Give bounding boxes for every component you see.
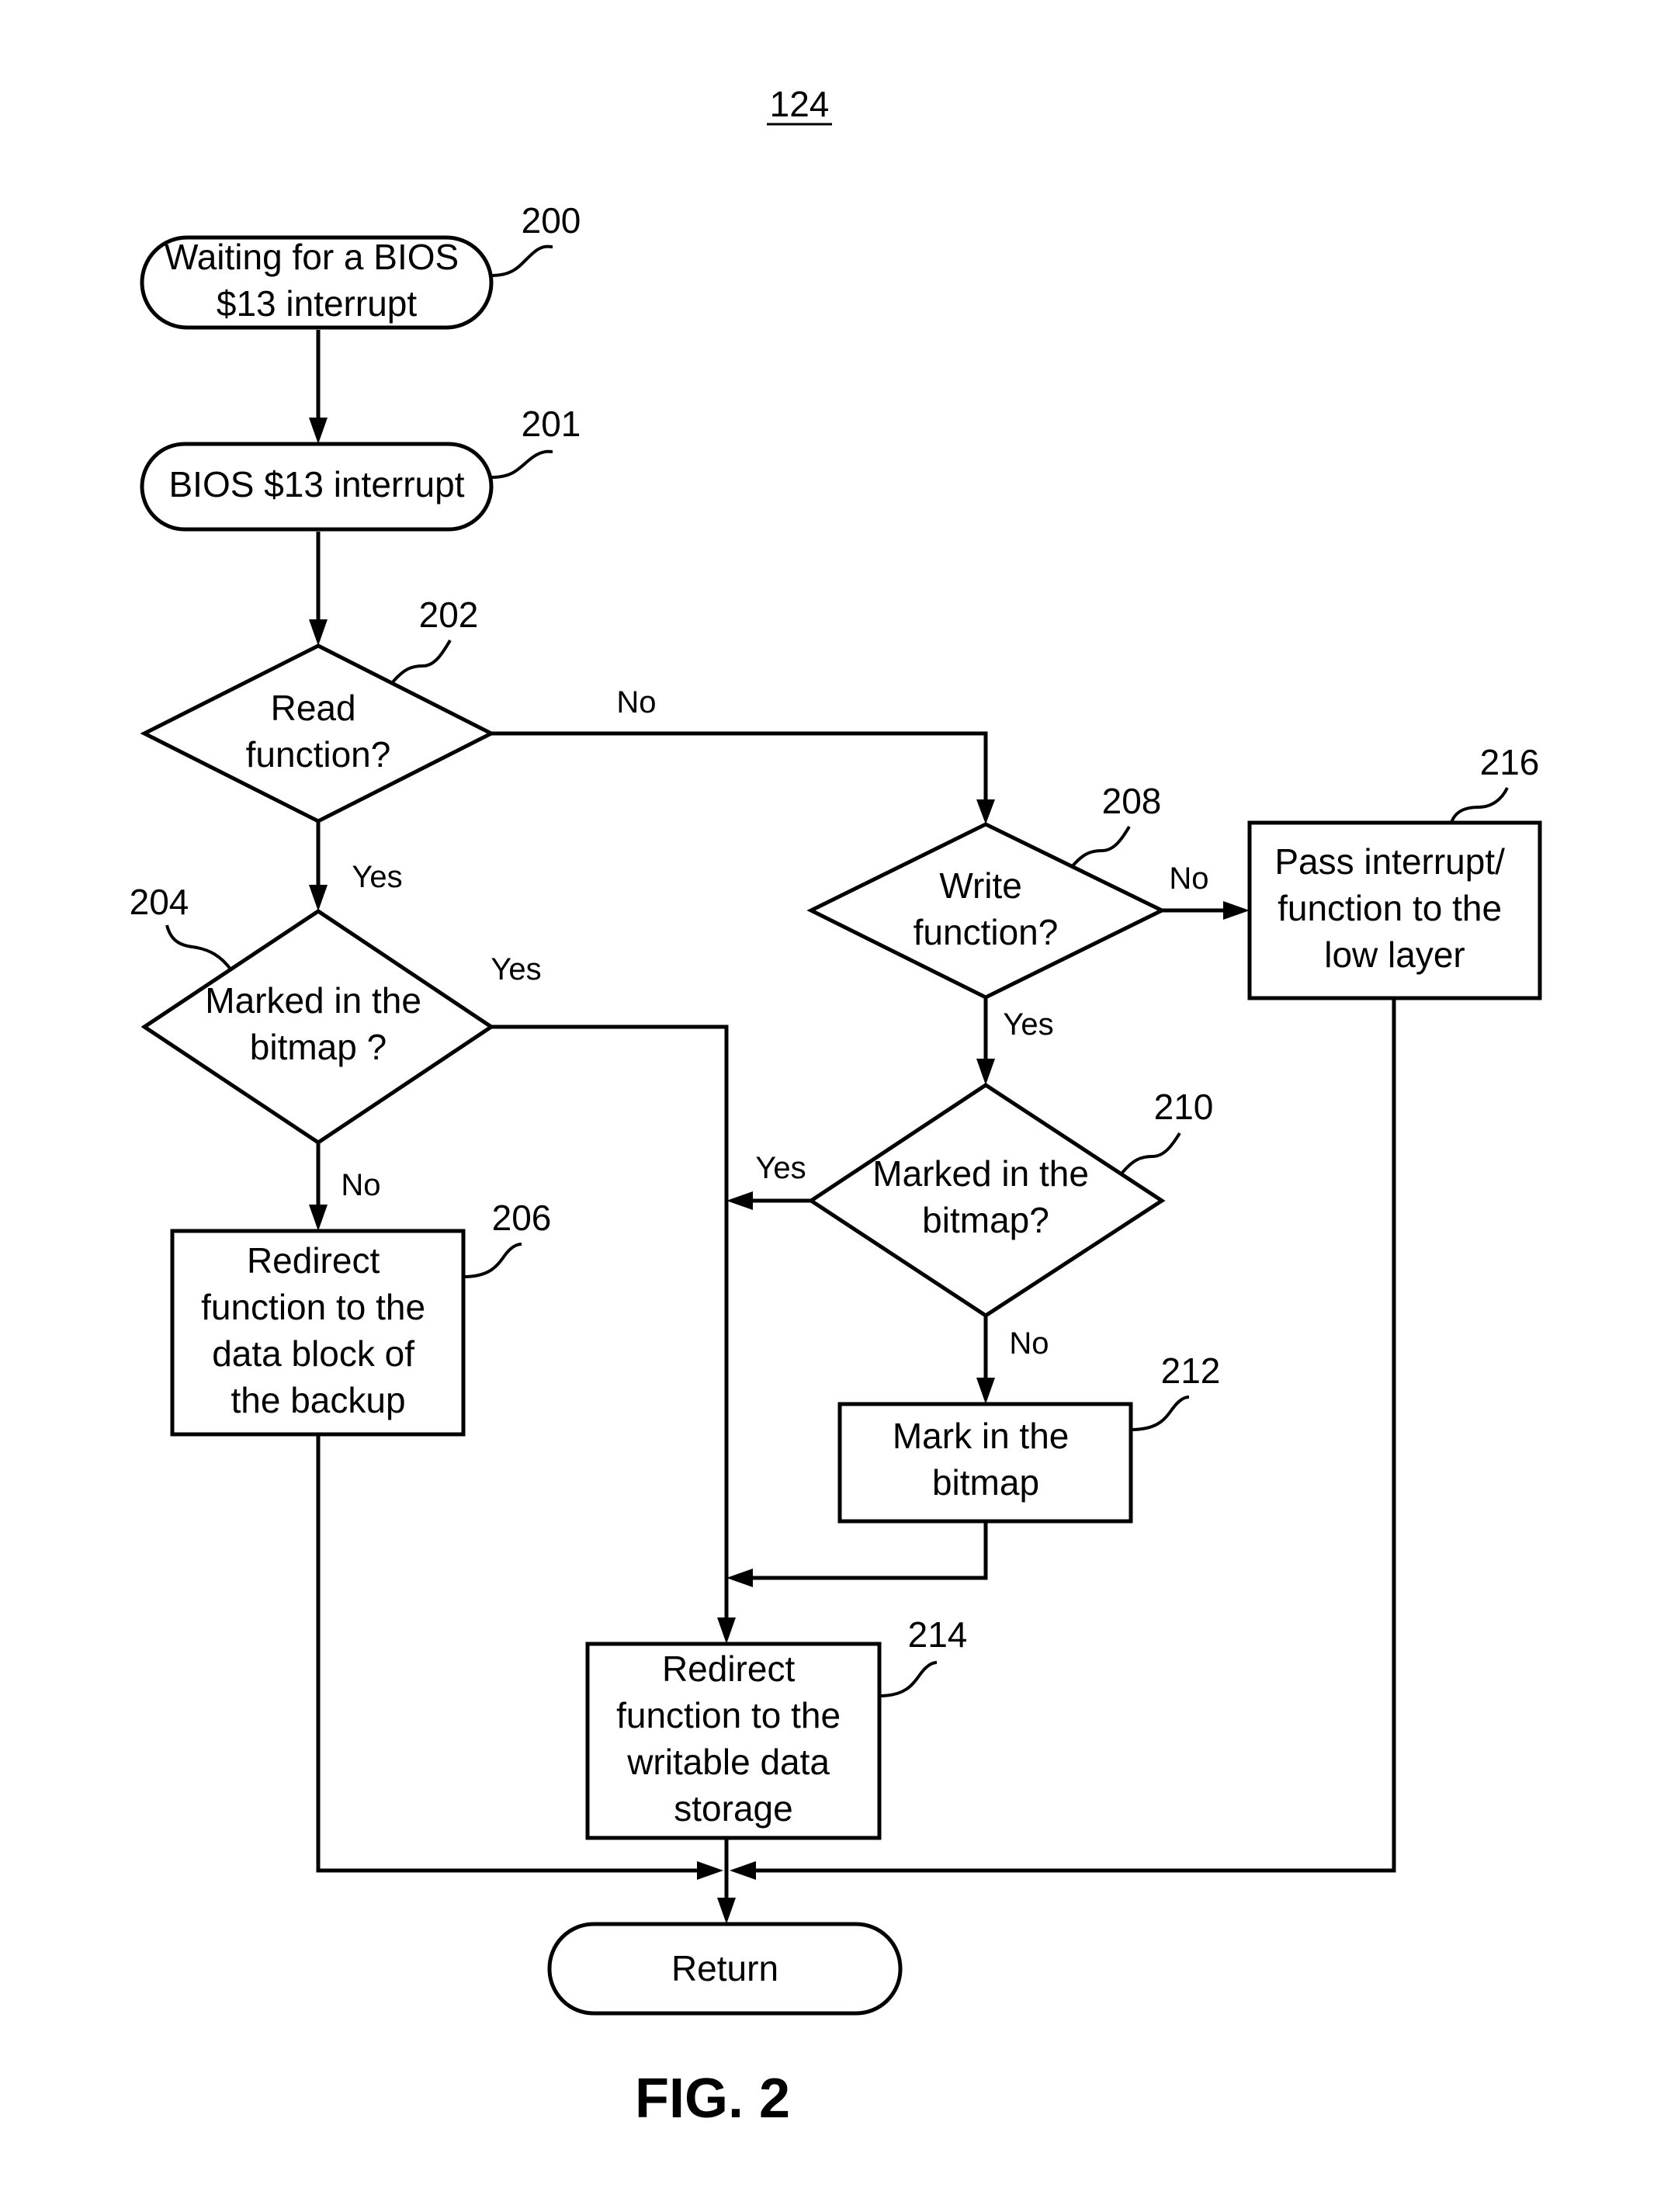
label-208-no: No	[1169, 862, 1208, 896]
arrowhead-210	[976, 1059, 995, 1085]
node-202-read-decision: Read function?	[144, 646, 491, 821]
node-return: Return	[550, 1924, 900, 2013]
node-216-line-2: function to the	[1278, 888, 1502, 928]
leader-200	[491, 247, 553, 276]
arrowhead-212	[976, 1378, 995, 1404]
ref-214: 214	[908, 1614, 968, 1655]
arrowhead-201	[309, 418, 328, 444]
label-208-yes: Yes	[1003, 1007, 1053, 1042]
arrowhead-210-join	[726, 1191, 753, 1210]
label-204-no: No	[341, 1168, 380, 1202]
node-206-line-1: Redirect	[247, 1240, 380, 1281]
node-206-redirect-backup: Redirect function to the data block of t…	[172, 1231, 463, 1434]
leader-204	[167, 925, 231, 970]
arrowhead-216-return	[730, 1861, 756, 1880]
node-201-line-1: BIOS $13 interrupt	[169, 464, 465, 504]
arrowhead-216	[1223, 901, 1250, 920]
leader-216	[1451, 788, 1507, 823]
leader-206	[463, 1244, 522, 1277]
node-201-interrupt: BIOS $13 interrupt	[142, 444, 491, 529]
node-214-redirect-writable: Redirect function to the writable data s…	[588, 1644, 879, 1838]
node-214-line-1: Redirect	[662, 1649, 796, 1689]
node-210-marked-decision: Marked in the bitmap?	[811, 1085, 1162, 1316]
ref-208: 208	[1102, 781, 1162, 821]
node-214-line-3: writable data	[626, 1742, 830, 1782]
leader-210	[1122, 1133, 1180, 1174]
ref-200: 200	[522, 200, 581, 241]
label-202-no: No	[616, 685, 656, 719]
ref-204: 204	[130, 882, 189, 922]
node-216-line-1: Pass interrupt/	[1274, 841, 1505, 882]
arrowhead-204	[309, 885, 328, 911]
edge-204-214	[491, 1027, 726, 1625]
label-210-no: No	[1009, 1326, 1049, 1361]
label-202-yes: Yes	[352, 860, 402, 894]
arrowhead-212-join	[726, 1569, 753, 1587]
node-212-mark-bitmap: Mark in the bitmap	[840, 1404, 1131, 1521]
edge-202-208	[491, 733, 986, 807]
figure-caption: FIG. 2	[635, 2068, 790, 2130]
node-206-line-2: function to the	[201, 1287, 425, 1327]
svg-text:Return: Return	[671, 1948, 778, 1988]
node-216-pass-interrupt: Pass interrupt/ function to the low laye…	[1250, 823, 1540, 998]
node-216-line-3: low layer	[1324, 934, 1465, 975]
leader-212	[1131, 1397, 1189, 1430]
node-208-line-2: function?	[914, 912, 1059, 952]
label-204-yes: Yes	[491, 952, 541, 986]
node-202-line-1: Read	[271, 688, 356, 728]
ref-206: 206	[492, 1198, 552, 1238]
ref-201: 201	[522, 404, 581, 444]
node-210-line-2: bitmap?	[922, 1200, 1049, 1240]
arrowhead-214	[717, 1617, 736, 1644]
ref-202: 202	[419, 595, 479, 635]
arrowhead-206	[309, 1205, 328, 1231]
node-206-line-4: the backup	[231, 1380, 405, 1420]
node-214-line-4: storage	[674, 1788, 792, 1829]
leader-201	[491, 452, 553, 477]
node-204-marked-decision: Marked in the bitmap ?	[144, 911, 491, 1142]
node-return-line-1: Return	[671, 1948, 778, 1988]
leader-214	[879, 1662, 937, 1696]
node-202-line-2: function?	[246, 734, 391, 775]
arrowhead-206-return	[697, 1861, 723, 1880]
label-210-yes: Yes	[755, 1151, 806, 1185]
node-206-line-3: data block of	[212, 1333, 414, 1374]
node-214-line-2: function to the	[616, 1695, 841, 1735]
arrowhead-return	[717, 1898, 736, 1924]
node-200-waiting: Waiting for a BIOS $13 interrupt	[142, 237, 491, 328]
leader-208	[1071, 827, 1129, 868]
node-200-line-1: Waiting for a BIOS	[165, 237, 459, 277]
node-204-line-1: Marked in the	[205, 980, 421, 1021]
node-204-line-2: bitmap ?	[250, 1027, 387, 1067]
figure-ref-number: 124	[770, 84, 830, 124]
ref-212: 212	[1161, 1350, 1221, 1391]
svg-text:BIOS $13 interrupt: BIOS $13 interrupt	[169, 464, 465, 504]
ref-210: 210	[1154, 1087, 1214, 1127]
arrowhead-208	[976, 799, 995, 824]
arrowhead-202	[309, 619, 328, 646]
node-210-line-1: Marked in the	[872, 1153, 1089, 1194]
ref-216: 216	[1480, 742, 1540, 782]
node-208-line-1: Write	[939, 865, 1022, 906]
node-212-line-2: bitmap	[932, 1462, 1039, 1503]
node-200-line-2: $13 interrupt	[217, 283, 417, 324]
leader-202	[392, 640, 450, 683]
node-212-line-1: Mark in the	[893, 1416, 1070, 1456]
edge-212-join	[745, 1521, 986, 1578]
